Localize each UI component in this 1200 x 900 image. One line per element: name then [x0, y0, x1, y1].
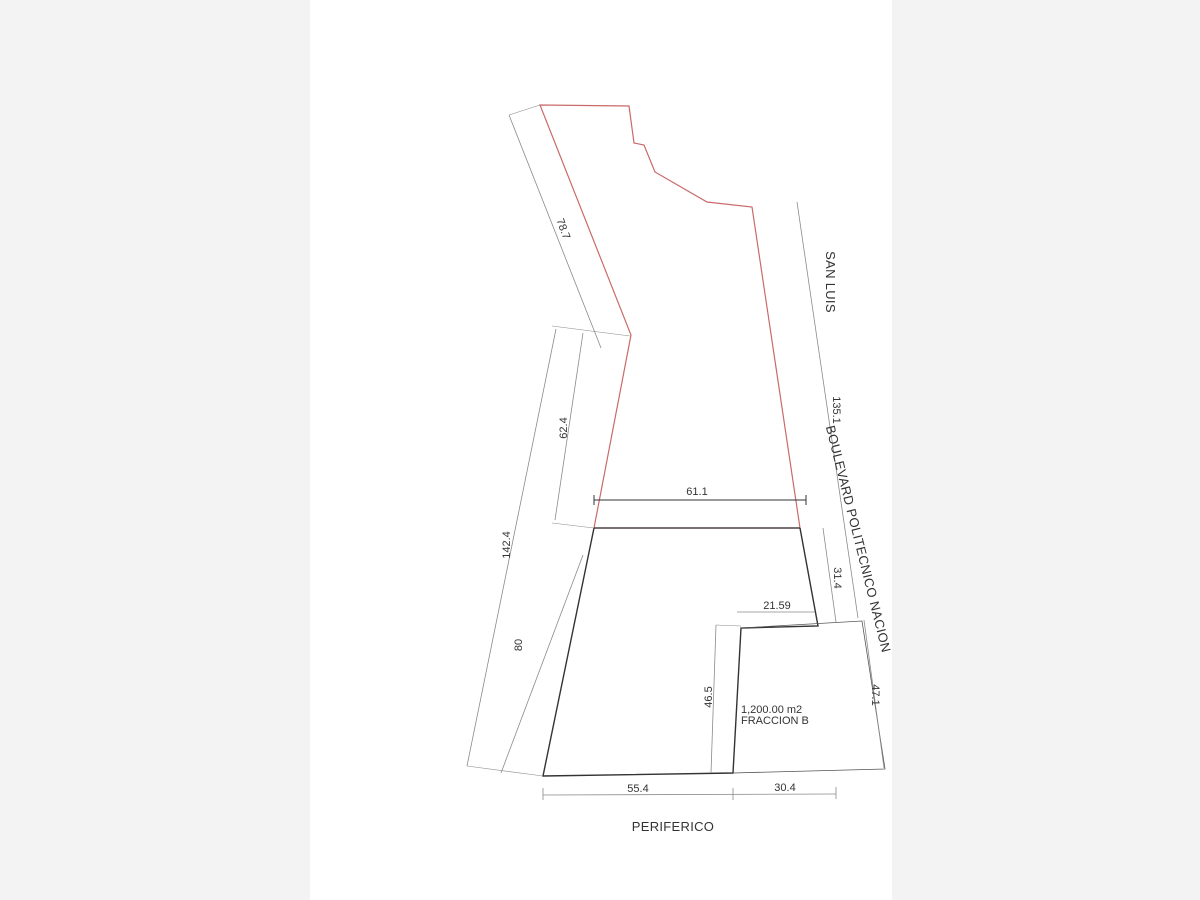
label-south-left: 55.4 [627, 783, 648, 795]
label-northwest-edge: 78.7 [554, 217, 573, 241]
dim-tick-west-1 [551, 325, 631, 337]
fraction-area-label: 1,200.00 m2 [741, 704, 802, 716]
lower-parcel-boundary [542, 527, 819, 777]
label-notch-depth: 46.5 [703, 686, 715, 707]
label-west-total: 142.4 [501, 531, 513, 559]
label-south-right: 30.4 [774, 782, 795, 794]
label-east-lower: 31.4 [831, 567, 843, 588]
label-west-lower: 80 [513, 639, 525, 651]
label-east-total: 135.1 [830, 396, 842, 424]
street-boulevard-politecnico: BOULEVARD POLITECNICO NACION [823, 424, 894, 654]
fraction-name-label: FRACCION B [741, 715, 809, 727]
label-west-upper: 62.4 [558, 417, 570, 438]
dim-line-east-lower [822, 527, 837, 623]
dim-line-west-lower [500, 554, 584, 774]
dim-tick-west-2 [551, 522, 595, 529]
dim-tick-notch-top [715, 624, 742, 627]
dim-line-east-total [796, 201, 859, 619]
upper-parcel-outline [539, 104, 801, 529]
label-notch-width: 21.59 [763, 600, 791, 612]
street-periferico: PERIFERICO [632, 819, 714, 834]
dim-tick-west-3 [466, 765, 544, 777]
dim-line-south [542, 793, 837, 796]
label-middle-width: 61.1 [686, 486, 707, 498]
dim-line-notch-depth [710, 624, 717, 774]
dim-line-west-upper [554, 332, 584, 521]
dim-line-west-total [466, 328, 557, 767]
fraction-b-boundary [732, 620, 886, 774]
street-san-luis: SAN LUIS [823, 251, 838, 313]
dim-line-northwest [508, 114, 602, 349]
drawing-sheet [310, 0, 892, 900]
label-southeast-edge: 47.1 [869, 684, 881, 705]
dim-line-southeast [863, 619, 885, 769]
dim-line-northwest-ext [508, 104, 541, 116]
